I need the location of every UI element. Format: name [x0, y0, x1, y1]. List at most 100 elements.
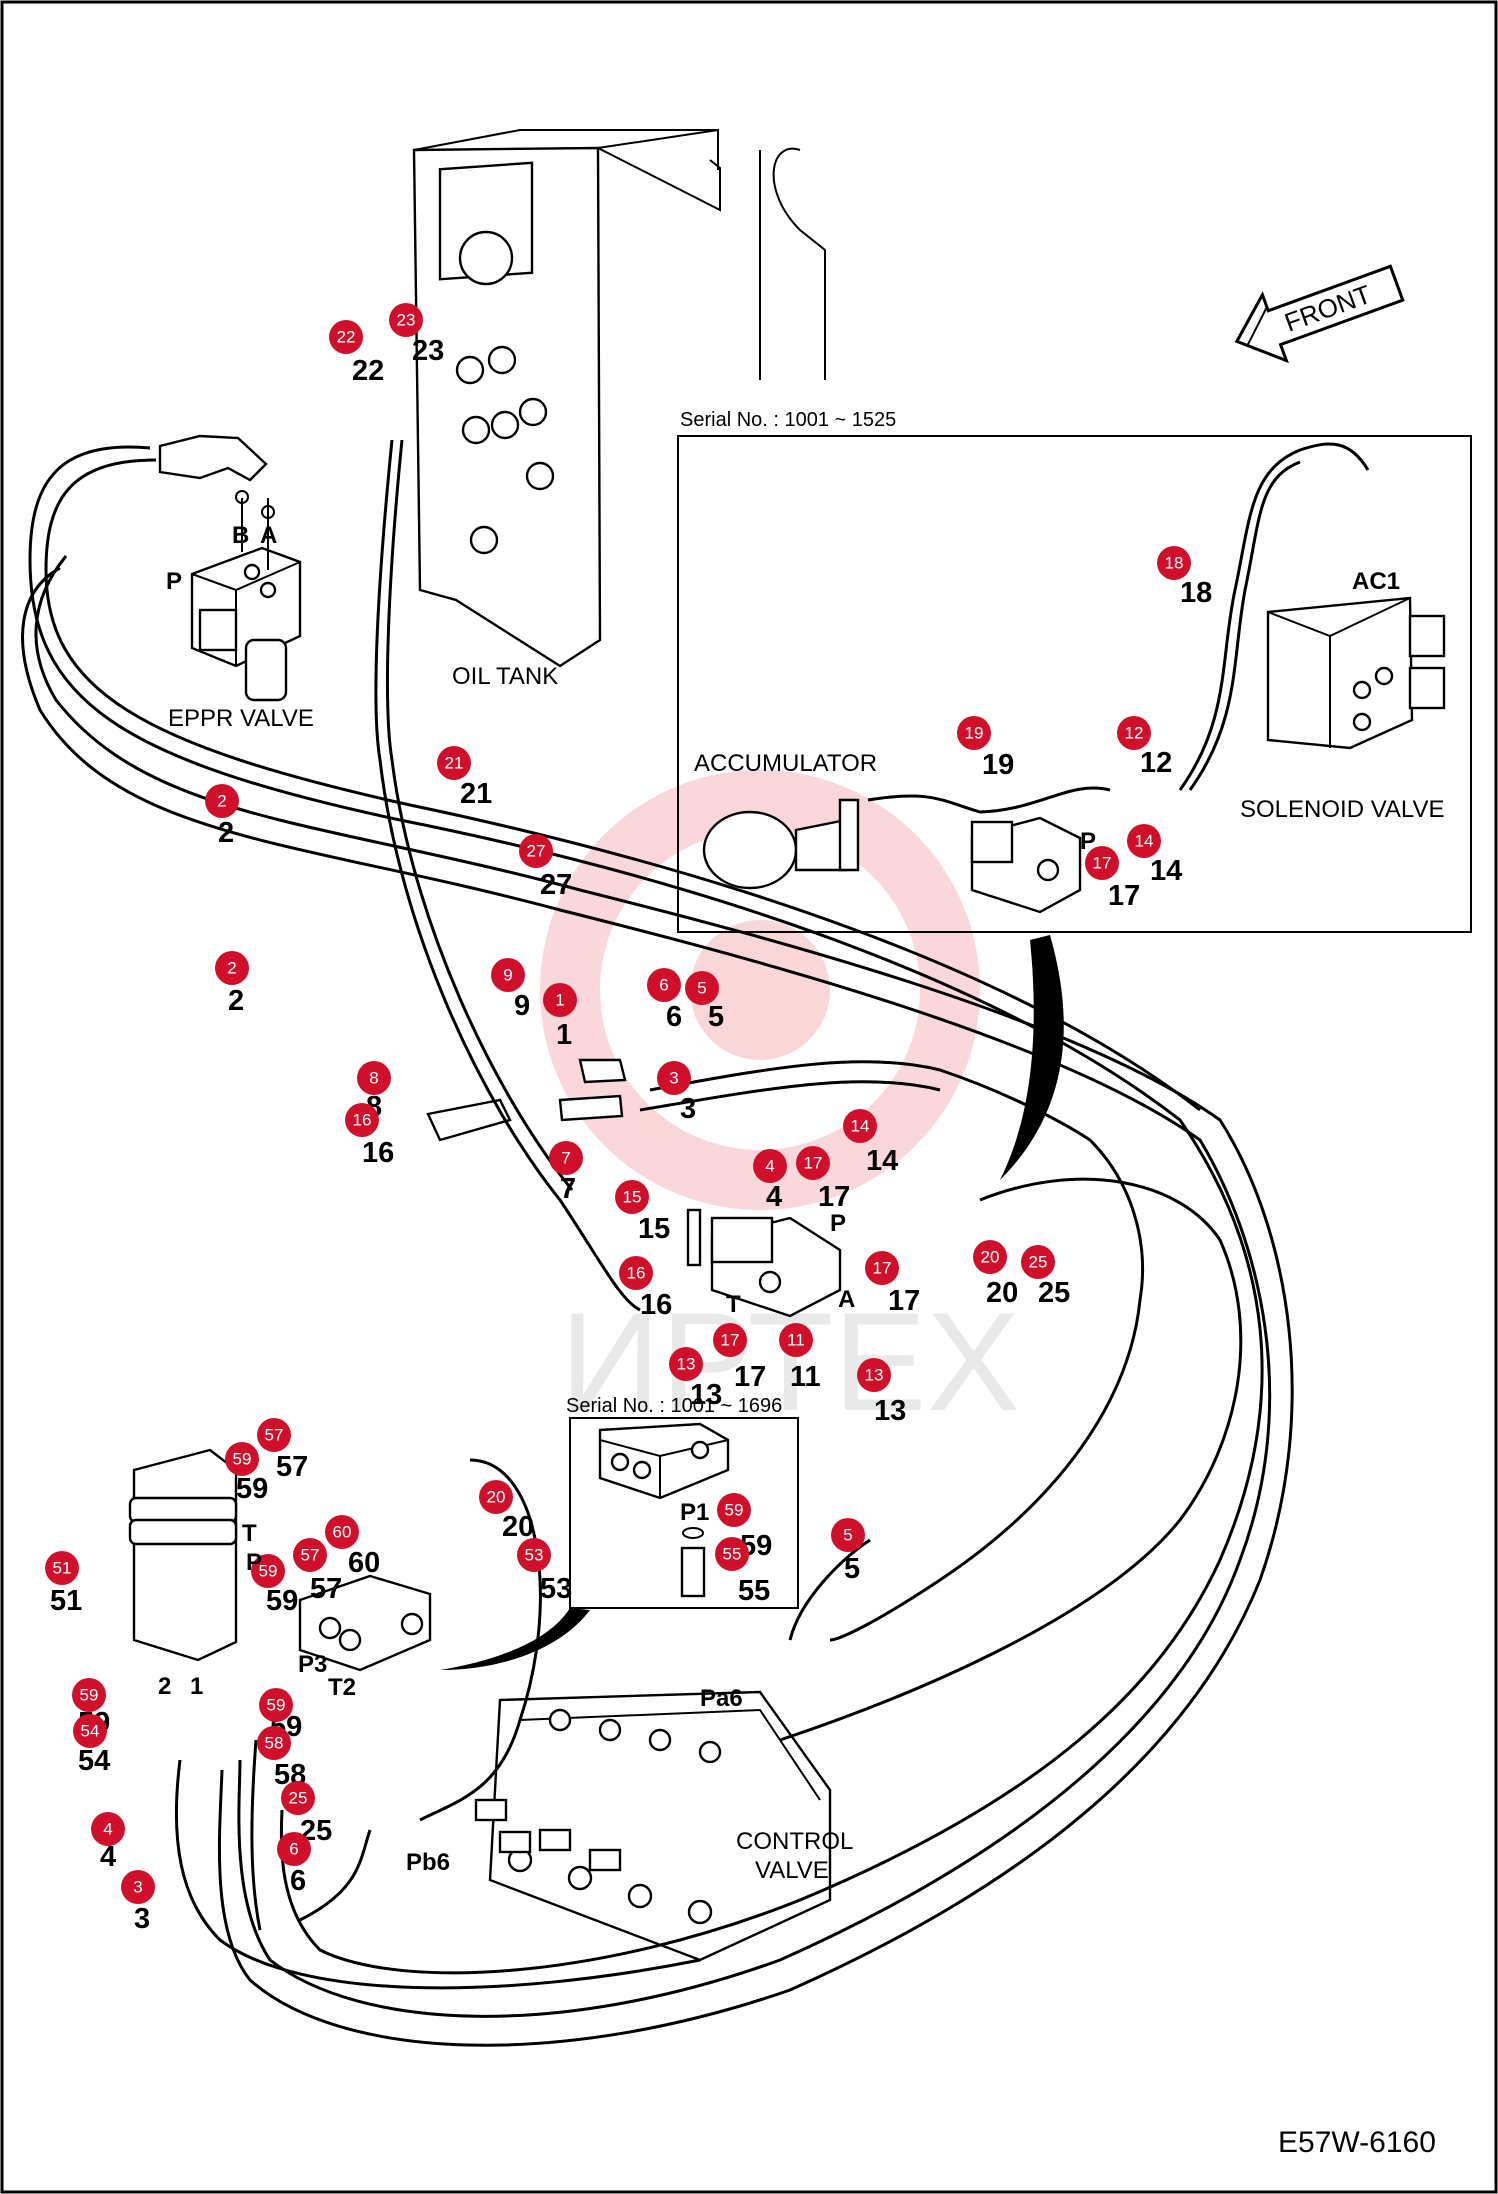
- callout-number: 6: [666, 1001, 682, 1033]
- callout-badge-text: 17: [873, 1259, 892, 1278]
- lower-left-components: [128, 1448, 432, 1672]
- callout-badge-text: 17: [721, 1331, 740, 1350]
- callout-badge: 16: [619, 1256, 653, 1290]
- callout-number: 16: [640, 1289, 672, 1321]
- port-label: 2: [158, 1673, 171, 1700]
- callout-badge: 17: [796, 1146, 830, 1180]
- callout-number: 25: [1038, 1277, 1070, 1309]
- callout-badge-text: 58: [265, 1734, 284, 1753]
- callout-badge-text: 25: [289, 1789, 308, 1808]
- callout-badge-text: 59: [259, 1562, 278, 1581]
- leader-wedge-2: [440, 1608, 590, 1670]
- callout-badge: 59: [225, 1442, 259, 1476]
- callout-badge-text: 59: [725, 1501, 744, 1520]
- callout-badge-text: 60: [333, 1523, 352, 1542]
- callout-badge: 60: [325, 1515, 359, 1549]
- callout-number: 22: [352, 355, 384, 387]
- callout-badge-circle: [779, 1323, 813, 1357]
- callout-badge-circle: [1127, 824, 1161, 858]
- callout-badge-circle: [257, 1418, 291, 1452]
- hose-bundle: [21, 439, 1294, 2047]
- callout-badge: 2: [205, 784, 239, 818]
- callout-badge-circle: [957, 716, 991, 750]
- callout-badge-circle: [1085, 846, 1119, 880]
- accumulator-label: ACCUMULATOR: [694, 750, 877, 777]
- callout-number: 54: [78, 1745, 110, 1777]
- callout-badge: 1: [543, 983, 577, 1017]
- callout-badge: 16: [345, 1103, 379, 1137]
- callout-badge: 58: [257, 1726, 291, 1760]
- callout-badge: 4: [91, 1812, 125, 1846]
- inset-1-caption: Serial No. : 1001 ~ 1525: [680, 409, 896, 431]
- callout-badge: 18: [1157, 546, 1191, 580]
- callout-number: 11: [790, 1361, 821, 1393]
- port-label: T2: [328, 1674, 356, 1701]
- callout-badge: 14: [843, 1109, 877, 1143]
- callout-number: 3: [134, 1903, 150, 1935]
- callout-number: 53: [540, 1573, 572, 1605]
- callout-badge: 3: [121, 1870, 155, 1904]
- callout-number: 5: [708, 1001, 724, 1033]
- callout-badge: 4: [753, 1149, 787, 1183]
- callout-badge: 13: [669, 1347, 703, 1381]
- callout-badge-text: 20: [981, 1248, 1000, 1267]
- callout-badge-text: 18: [1165, 554, 1184, 573]
- port-label: P: [830, 1210, 846, 1237]
- control-valve-label-1: CONTROL: [736, 1828, 853, 1855]
- callout-badge-text: 17: [1093, 854, 1112, 873]
- callout-number: 16: [362, 1137, 394, 1169]
- callout-badge-circle: [857, 1358, 891, 1392]
- diagram-code: E57W-6160: [1278, 2126, 1436, 2159]
- callout-badge-circle: [543, 983, 577, 1017]
- callout-badge: 5: [685, 971, 719, 1005]
- callout-badge-circle: [45, 1551, 79, 1585]
- callout-badge-circle: [713, 1323, 747, 1357]
- callout-badge: 5: [831, 1518, 865, 1552]
- callout-badge-text: 6: [289, 1840, 298, 1859]
- callout-badge-circle: [615, 1180, 649, 1214]
- callout-badge-text: 53: [525, 1546, 544, 1565]
- callout-badge-circle: [753, 1149, 787, 1183]
- callout-badge: 53: [517, 1538, 551, 1572]
- callout-badge-circle: [1021, 1245, 1055, 1279]
- center-fittings: [426, 1058, 842, 1318]
- callout-badge-circle: [657, 1061, 691, 1095]
- callout-badge: 59: [259, 1688, 293, 1722]
- callout-badge: 59: [72, 1678, 106, 1712]
- oil-tank-label: OIL TANK: [452, 663, 558, 690]
- callout-number: 19: [982, 749, 1014, 781]
- port-label: A: [260, 522, 277, 549]
- callout-badge-circle: [796, 1146, 830, 1180]
- callout-badge-text: 8: [369, 1069, 378, 1088]
- callout-number: 4: [100, 1841, 116, 1873]
- callout-number: 21: [460, 778, 492, 810]
- callout-badge-circle: [669, 1347, 703, 1381]
- callout-badge: 11: [779, 1323, 813, 1357]
- callout-number: 2: [228, 985, 244, 1017]
- callout-badge: 51: [45, 1551, 79, 1585]
- port-label: P: [1080, 828, 1096, 855]
- front-direction-arrow: FRONT: [1234, 264, 1405, 364]
- callout-badge-text: 7: [561, 1149, 570, 1168]
- callout-badge-circle: [73, 1714, 107, 1748]
- port-label: P3: [298, 1651, 327, 1678]
- callout-badge-circle: [647, 968, 681, 1002]
- callout-badge-circle: [517, 1538, 551, 1572]
- callout-badge: 12: [1117, 716, 1151, 750]
- port-label: T: [242, 1520, 257, 1547]
- eppr-valve: EPPR VALVE: [158, 434, 314, 732]
- eppr-valve-label: EPPR VALVE: [168, 705, 314, 732]
- callout-badge-circle: [1157, 546, 1191, 580]
- callout-number: 13: [874, 1395, 906, 1427]
- control-valve-label-2: VALVE: [755, 1857, 829, 1884]
- callout-badge-text: 19: [965, 724, 984, 743]
- callout-badge-text: 14: [851, 1117, 870, 1136]
- callout-badge-circle: [257, 1726, 291, 1760]
- callout-badge-text: 3: [133, 1878, 142, 1897]
- callout-badge-circle: [293, 1538, 327, 1572]
- leader-wedge-1: [1000, 935, 1064, 1180]
- callout-number: 2: [218, 817, 234, 849]
- callout-number: 23: [412, 335, 444, 367]
